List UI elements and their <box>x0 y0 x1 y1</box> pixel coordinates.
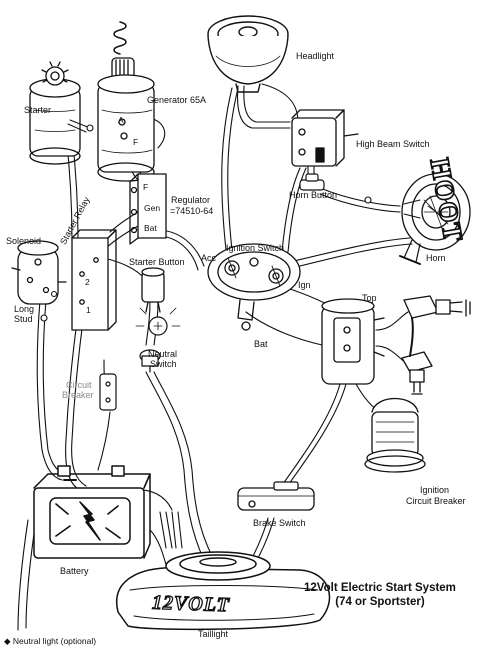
neutral-switch-label-line1: Neutral <box>148 349 178 359</box>
taillight <box>115 551 331 631</box>
regulator-label: Regulator <box>171 195 211 205</box>
circuit-breaker-label-line1: Circuit <box>66 380 92 390</box>
twelve-volt-lettering: 12VOLT <box>151 591 231 617</box>
starter-relay <box>71 229 117 331</box>
regulator-gen-terminal-label: Gen <box>144 203 161 213</box>
regulator-f-terminal-label: F <box>143 182 149 192</box>
relay-terminal-2-label: 2 <box>85 277 90 287</box>
generator-a-terminal-label: A <box>118 115 124 125</box>
diagram-title-line1: 12Volt Electric Start System <box>304 582 456 594</box>
neutral-switch-label-line2: Switch <box>150 359 177 369</box>
ignition-switch <box>207 243 301 331</box>
headlight-label: Headlight <box>296 51 335 61</box>
horn-button-label: Horn Button <box>289 190 338 200</box>
acc-terminal-label: Acc <box>201 253 217 263</box>
long-stud-label-line1: Long <box>14 304 35 314</box>
ignition-switch-label: Ignition Switch <box>226 243 285 253</box>
regulator-bat-terminal-label: Bat <box>144 223 157 233</box>
regulator-part-number-label: =74510-64 <box>170 206 214 216</box>
brake-switch <box>237 481 315 511</box>
starter-button <box>141 267 165 313</box>
brake-switch-label: Brake Switch <box>253 518 306 528</box>
horn-label: Horn <box>426 253 446 263</box>
ignition-coil <box>321 298 385 385</box>
solenoid <box>11 240 67 305</box>
starter <box>29 61 91 165</box>
top-terminal-label: Top <box>362 293 377 303</box>
high-beam-switch <box>291 109 359 167</box>
circuit-breaker <box>99 373 117 411</box>
relay-terminal-1-label: 1 <box>86 305 91 315</box>
spark-plugs <box>401 295 471 395</box>
terminal-studs <box>40 124 372 322</box>
horn <box>399 173 471 265</box>
solenoid-label: Solenoid <box>6 236 42 246</box>
neutral-switch <box>139 349 161 373</box>
high-beam-switch-label: High Beam Switch <box>356 139 430 149</box>
generator-label: Generator 65A <box>147 95 207 105</box>
diagram-title: 12Volt Electric Start System (74 or Spor… <box>304 581 456 610</box>
ignition-circuit-breaker <box>364 398 426 473</box>
neutral-light-label-text: Neutral light (optional) <box>12 636 97 646</box>
neutral-bulb <box>135 307 181 336</box>
diagram-title-line2: (74 or Sportster) <box>335 596 425 609</box>
battery-label: Battery <box>60 566 89 576</box>
battery <box>33 465 151 559</box>
ignition-circuit-breaker-label-line1: Ignition <box>420 485 450 495</box>
neutral-light-label: ◆ Neutral light (optional) <box>4 636 97 646</box>
ignition-circuit-breaker-label-line2: Circuit Breaker <box>406 496 466 506</box>
circuit-breaker-label-line2: Breaker <box>62 390 94 400</box>
starter-button-label: Starter Button <box>129 257 185 267</box>
starter-label: Starter <box>24 105 52 115</box>
bat-terminal-label: Bat <box>254 339 268 349</box>
headlight <box>207 15 289 93</box>
generator <box>97 21 155 182</box>
ign-terminal-label: Ign <box>298 280 311 290</box>
horn-button <box>299 173 325 191</box>
generator-f-terminal-label: F <box>133 137 139 147</box>
taillight-label: Taillight <box>198 629 229 639</box>
long-stud-label-line2: Stud <box>14 314 33 324</box>
regulator <box>129 173 167 245</box>
